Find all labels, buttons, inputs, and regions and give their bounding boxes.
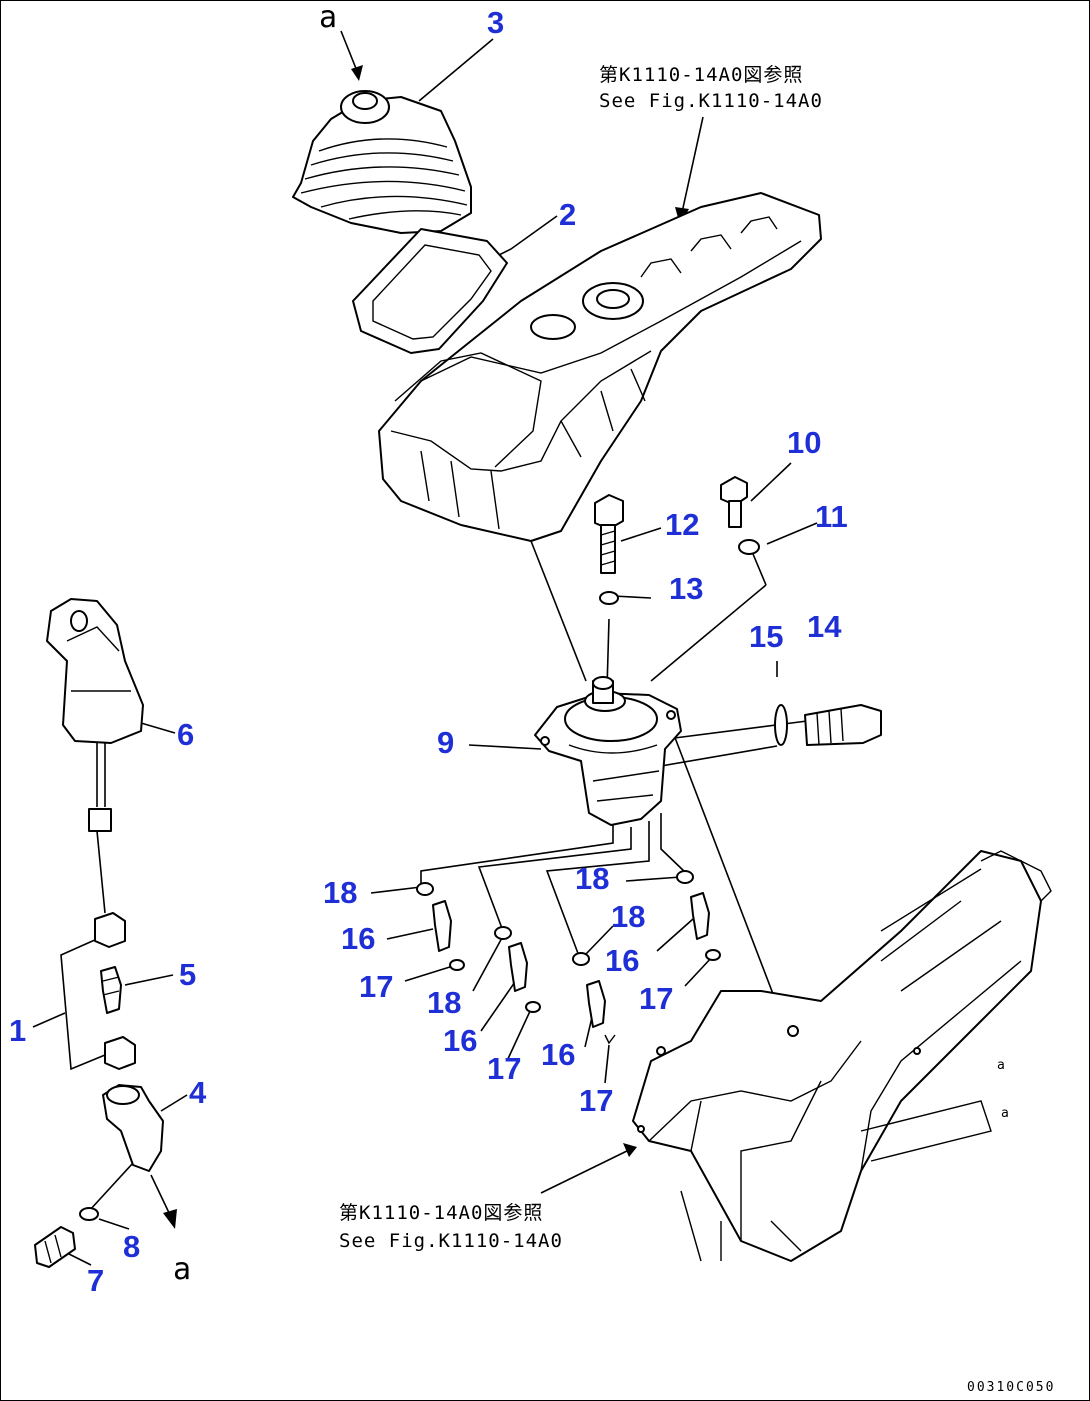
marker-a-top: a: [319, 1, 337, 35]
callout-16-d: 16: [541, 1037, 575, 1072]
lever-parts-1-5: [94, 912, 136, 1070]
callout-15: 15: [749, 619, 783, 654]
leader-lines: [32, 30, 818, 1266]
callout-3: 3: [487, 5, 504, 40]
callout-11: 11: [815, 499, 848, 534]
washer-part-13: [599, 591, 619, 605]
callout-12: 12: [665, 507, 699, 542]
callout-7: 7: [87, 1263, 104, 1298]
callout-16-c: 16: [443, 1023, 477, 1058]
callout-16-b: 16: [605, 943, 639, 978]
callout-9: 9: [437, 725, 454, 760]
callout-17-b: 17: [639, 981, 673, 1016]
lever-grip-part-6: [46, 598, 144, 832]
pilot-valve-part-9: [534, 676, 682, 826]
callout-6: 6: [177, 717, 194, 752]
plug-part-14: [804, 704, 882, 746]
fittings-part-16: [432, 892, 710, 1028]
callout-17-a: 17: [359, 969, 393, 1004]
callout-13: 13: [669, 571, 703, 606]
callout-2: 2: [559, 197, 576, 232]
callout-18-b: 18: [575, 861, 609, 896]
callout-14: 14: [807, 609, 842, 644]
o-rings-part-17: [449, 949, 721, 1045]
marker-a-frame-1: a: [997, 1058, 1007, 1073]
callout-18-d: 18: [427, 985, 461, 1020]
washer-part-8: [79, 1207, 99, 1221]
callout-17-d: 17: [579, 1083, 613, 1118]
o-ring-part-15: [774, 704, 788, 746]
note-top-en: See Fig.K1110-14A0: [599, 90, 823, 112]
boot-part-3: [292, 90, 472, 234]
console-cover: [378, 192, 822, 542]
callout-10: 10: [787, 425, 821, 460]
bolt-part-12: [594, 494, 624, 574]
socket-part-4: [102, 1084, 164, 1172]
drawing-code: 00310C050: [967, 1380, 1055, 1395]
frame-bracket: [632, 850, 1052, 1262]
callout-5: 5: [179, 957, 196, 992]
marker-a-frame-2: a: [1001, 1106, 1011, 1121]
note-top-jp: 第K1110-14A0図参照: [599, 64, 803, 86]
callout-17-c: 17: [487, 1051, 521, 1086]
callout-4: 4: [189, 1075, 207, 1110]
gasket-part-2: [352, 228, 508, 354]
note-bottom-jp: 第K1110-14A0図参照: [339, 1202, 543, 1224]
bolt-part-10: [720, 476, 748, 528]
o-rings-part-18: [416, 870, 694, 966]
note-bottom-en: See Fig.K1110-14A0: [339, 1230, 563, 1252]
washer-part-11: [738, 539, 760, 555]
callout-16-a: 16: [341, 921, 375, 956]
callout-18-c: 18: [611, 899, 645, 934]
callout-8: 8: [123, 1229, 140, 1264]
marker-a-bottom: a: [173, 1252, 191, 1287]
callout-1: 1: [9, 1013, 26, 1048]
bolt-part-7: [34, 1226, 76, 1268]
callout-numbers: 3 2 10 11 12 13 15 14 9 6 18 18 18 18 16…: [9, 5, 848, 1298]
callout-18-a: 18: [323, 875, 357, 910]
